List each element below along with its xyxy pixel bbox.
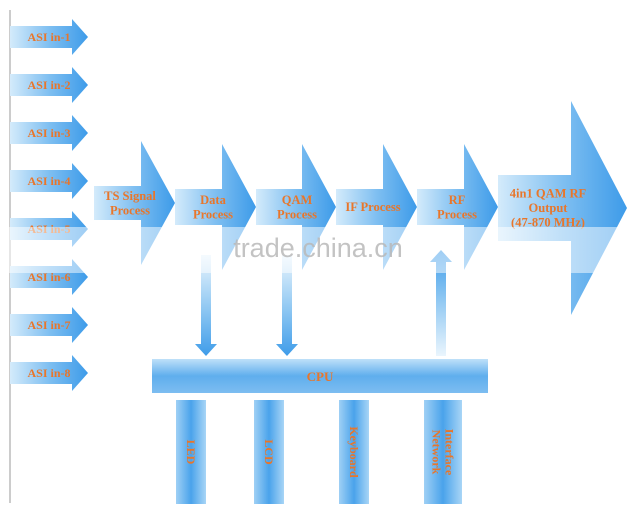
stage-label-line: Process [277, 207, 317, 221]
input-arrow-shape [10, 115, 88, 151]
input-arrow-shape [10, 163, 88, 199]
input-label: ASI in-3 [27, 126, 70, 140]
stage-label-line: (47-870 MHz) [511, 216, 585, 230]
input-asi-in-1: ASI in-1 [10, 19, 88, 55]
peripheral-label: LCD [262, 439, 276, 465]
peripheral-label: LED [184, 440, 198, 465]
watermark-band [0, 227, 638, 273]
stage-label-line: TS Signal [104, 189, 156, 203]
peripheral-column [176, 400, 206, 504]
stage-label-line: RF [449, 193, 466, 207]
input-label: ASI in-1 [27, 30, 70, 44]
peripheral-keyboard: Keyboard [339, 400, 369, 504]
input-asi-in-4: ASI in-4 [10, 163, 88, 199]
cpu-block: CPU [152, 359, 488, 393]
stage-label-line: Data [200, 193, 226, 207]
input-arrow-shape [10, 355, 88, 391]
input-asi-in-7: ASI in-7 [10, 307, 88, 343]
peripheral-label-line: LED [184, 440, 198, 465]
input-label: ASI in-2 [27, 78, 70, 92]
input-label: ASI in-6 [27, 270, 70, 284]
stage-label-line: Process [437, 207, 477, 221]
input-label: ASI in-7 [27, 318, 70, 332]
cpu-link-arrows [195, 250, 452, 356]
peripheral-label: Keyboard [347, 426, 361, 478]
arrow-data-to-cpu [195, 255, 217, 356]
input-arrow-shape [10, 19, 88, 55]
cpu-bar [152, 359, 488, 393]
process-stages: TS SignalProcessDataProcessQAMProcessIF … [94, 101, 627, 315]
input-label: ASI in-4 [27, 174, 70, 188]
stage-label-line: 4in1 QAM RF [510, 187, 587, 201]
input-asi-in-2: ASI in-2 [10, 67, 88, 103]
arrow-cpu-to-rf [430, 250, 452, 356]
peripheral-label-line: LCD [262, 439, 276, 465]
cpu-label: CPU [307, 369, 334, 384]
stage-label-line: IF Process [345, 200, 400, 214]
watermark: trade.china.cn [233, 233, 403, 263]
input-arrow-shape [10, 67, 88, 103]
peripheral-column [424, 400, 462, 504]
input-label: ASI in-8 [27, 366, 70, 380]
input-arrow-shape [10, 307, 88, 343]
stage-label-line: Output [529, 201, 569, 215]
stage-label-line: Process [110, 203, 150, 217]
peripheral-led: LED [176, 400, 206, 504]
input-asi-in-3: ASI in-3 [10, 115, 88, 151]
peripheral-label-line: Interface [443, 429, 457, 476]
stage-label-line: QAM [282, 193, 313, 207]
peripheral-label-line: Keyboard [347, 426, 361, 478]
peripheral-column [339, 400, 369, 504]
arrow-qam-to-cpu [276, 255, 298, 356]
peripheral-column [254, 400, 284, 504]
peripheral-label-line: Network [430, 430, 444, 475]
input-asi-in-8: ASI in-8 [10, 355, 88, 391]
stage-label-line: Process [193, 207, 233, 221]
peripheral-lcd: LCD [254, 400, 284, 504]
